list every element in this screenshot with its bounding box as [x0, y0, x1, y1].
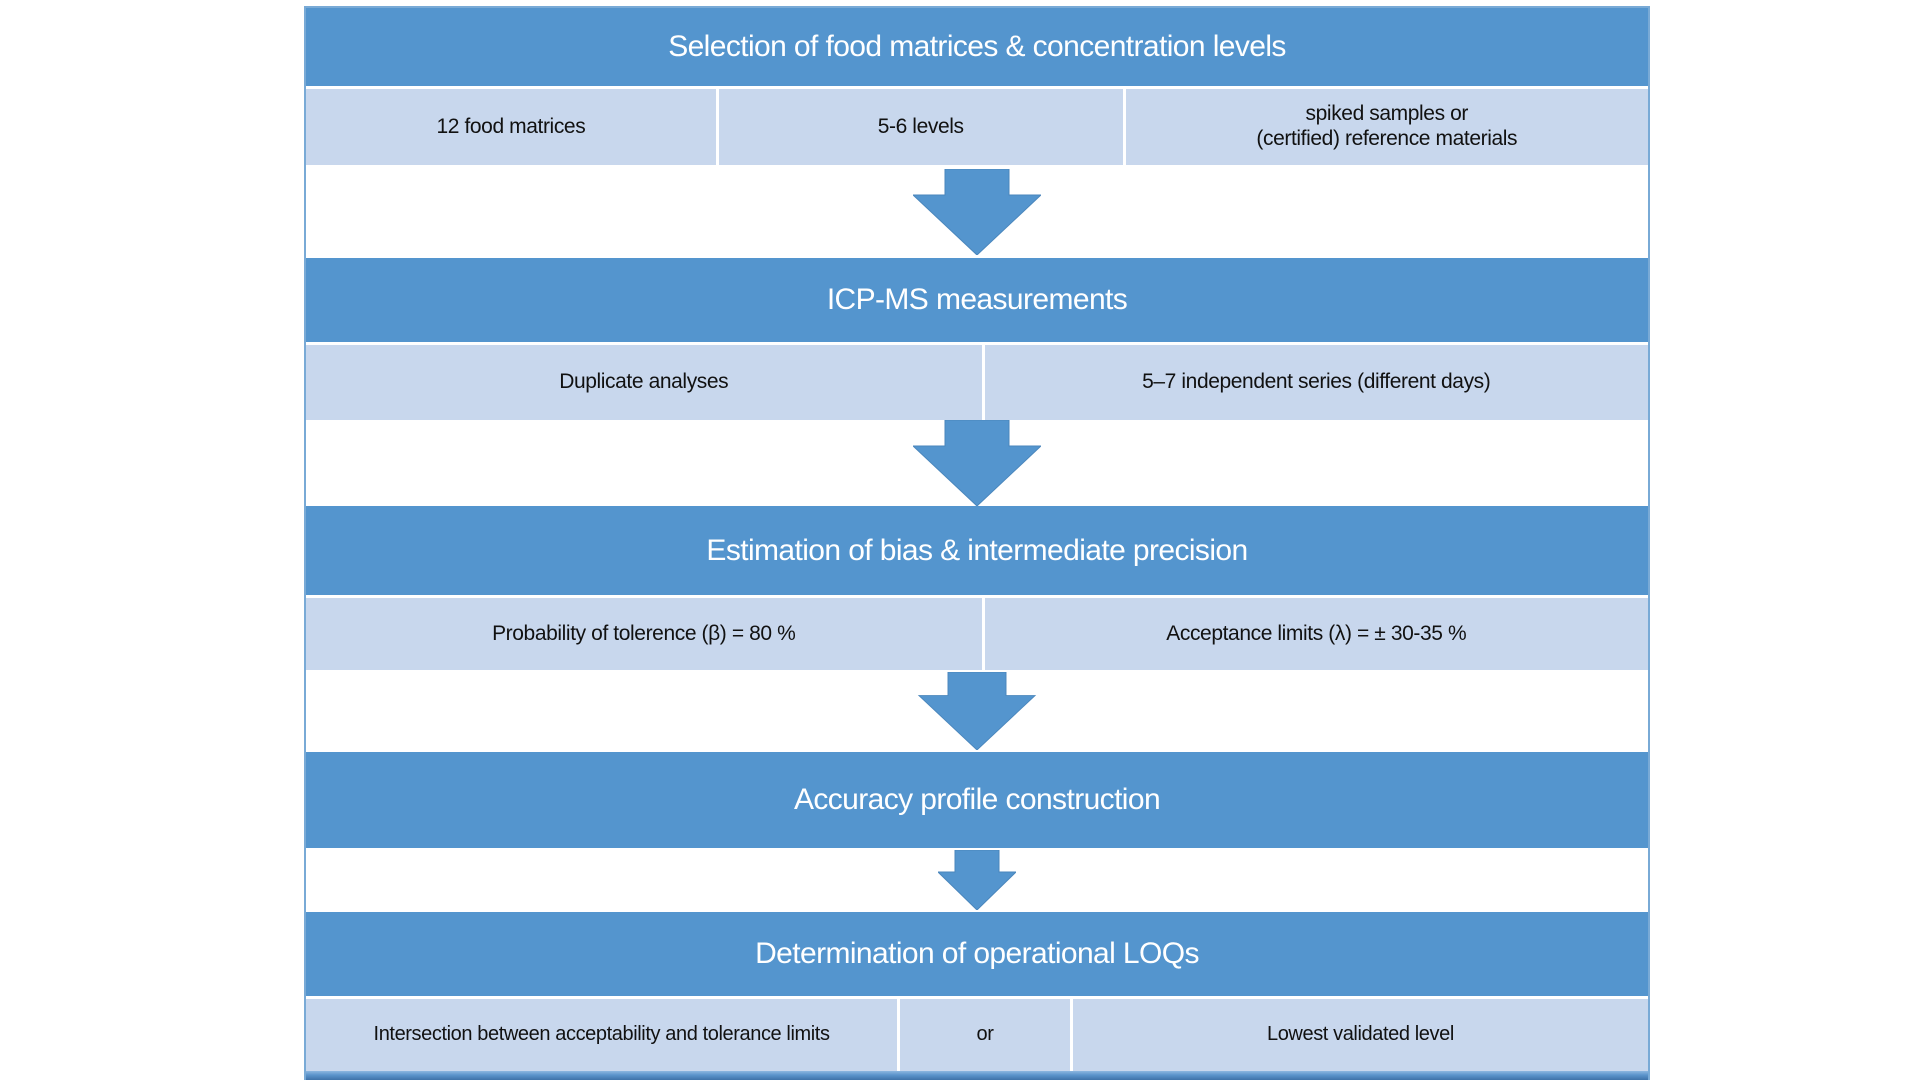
step4-title: Accuracy profile construction: [793, 783, 1161, 817]
divider: [1069, 999, 1073, 1071]
divider: [306, 996, 1648, 999]
arrow-gap-3: [306, 670, 1648, 752]
step3-details-row: Probability of tolerence (β) = 80 % Acce…: [306, 598, 1648, 670]
divider: [306, 86, 1648, 89]
arrow-gap-4: [306, 848, 1648, 912]
divider: [306, 595, 1648, 598]
divider: [1122, 89, 1126, 165]
step2-detail-duplicates: Duplicate analyses: [306, 345, 982, 420]
step5-title: Determination of operational LOQs: [755, 937, 1199, 971]
figure-bottom-bar: [306, 1071, 1648, 1080]
validation-flowchart: Selection of food matrices & concentrati…: [304, 6, 1650, 1080]
step5-details-row: Intersection between acceptability and t…: [306, 999, 1648, 1071]
step5-detail-or: or: [900, 999, 1070, 1071]
step2-title: ICP-MS measurements: [826, 283, 1128, 317]
step3-detail-probability: Probability of tolerence (β) = 80 %: [306, 598, 982, 670]
step1-title: Selection of food matrices & concentrati…: [668, 30, 1286, 64]
step5-detail-intersection: Intersection between acceptability and t…: [306, 999, 898, 1071]
divider: [981, 598, 985, 670]
step2-details-row: Duplicate analyses 5–7 independent serie…: [306, 345, 1648, 420]
step3-title: Estimation of bias & intermediate precis…: [706, 533, 1248, 567]
down-arrow-icon: [913, 168, 1041, 255]
step1-details-row: 12 food matrices 5-6 levels spiked sampl…: [306, 89, 1648, 165]
divider: [306, 342, 1648, 345]
step5-detail-lowest-level: Lowest validated level: [1072, 999, 1648, 1071]
down-arrow-icon: [913, 420, 1041, 506]
step1-detail-levels: 5-6 levels: [718, 89, 1123, 165]
step1-detail-samples: spiked samples or (certified) reference …: [1125, 89, 1648, 165]
divider: [981, 345, 985, 420]
step2-detail-series: 5–7 independent series (different days): [984, 345, 1648, 420]
divider: [897, 999, 901, 1071]
down-arrow-icon: [917, 672, 1037, 750]
divider: [715, 89, 719, 165]
arrow-gap-1: [306, 165, 1648, 258]
step3-detail-acceptance: Acceptance limits (λ) = ± 30-35 %: [984, 598, 1648, 670]
down-arrow-icon: [938, 850, 1016, 910]
step1-detail-food-matrices: 12 food matrices: [306, 89, 716, 165]
step1-header: Selection of food matrices & concentrati…: [306, 8, 1648, 86]
step2-header: ICP-MS measurements: [306, 258, 1648, 342]
arrow-gap-2: [306, 420, 1648, 506]
step5-header: Determination of operational LOQs: [306, 912, 1648, 996]
step3-header: Estimation of bias & intermediate precis…: [306, 506, 1648, 595]
step4-header: Accuracy profile construction: [306, 752, 1648, 848]
